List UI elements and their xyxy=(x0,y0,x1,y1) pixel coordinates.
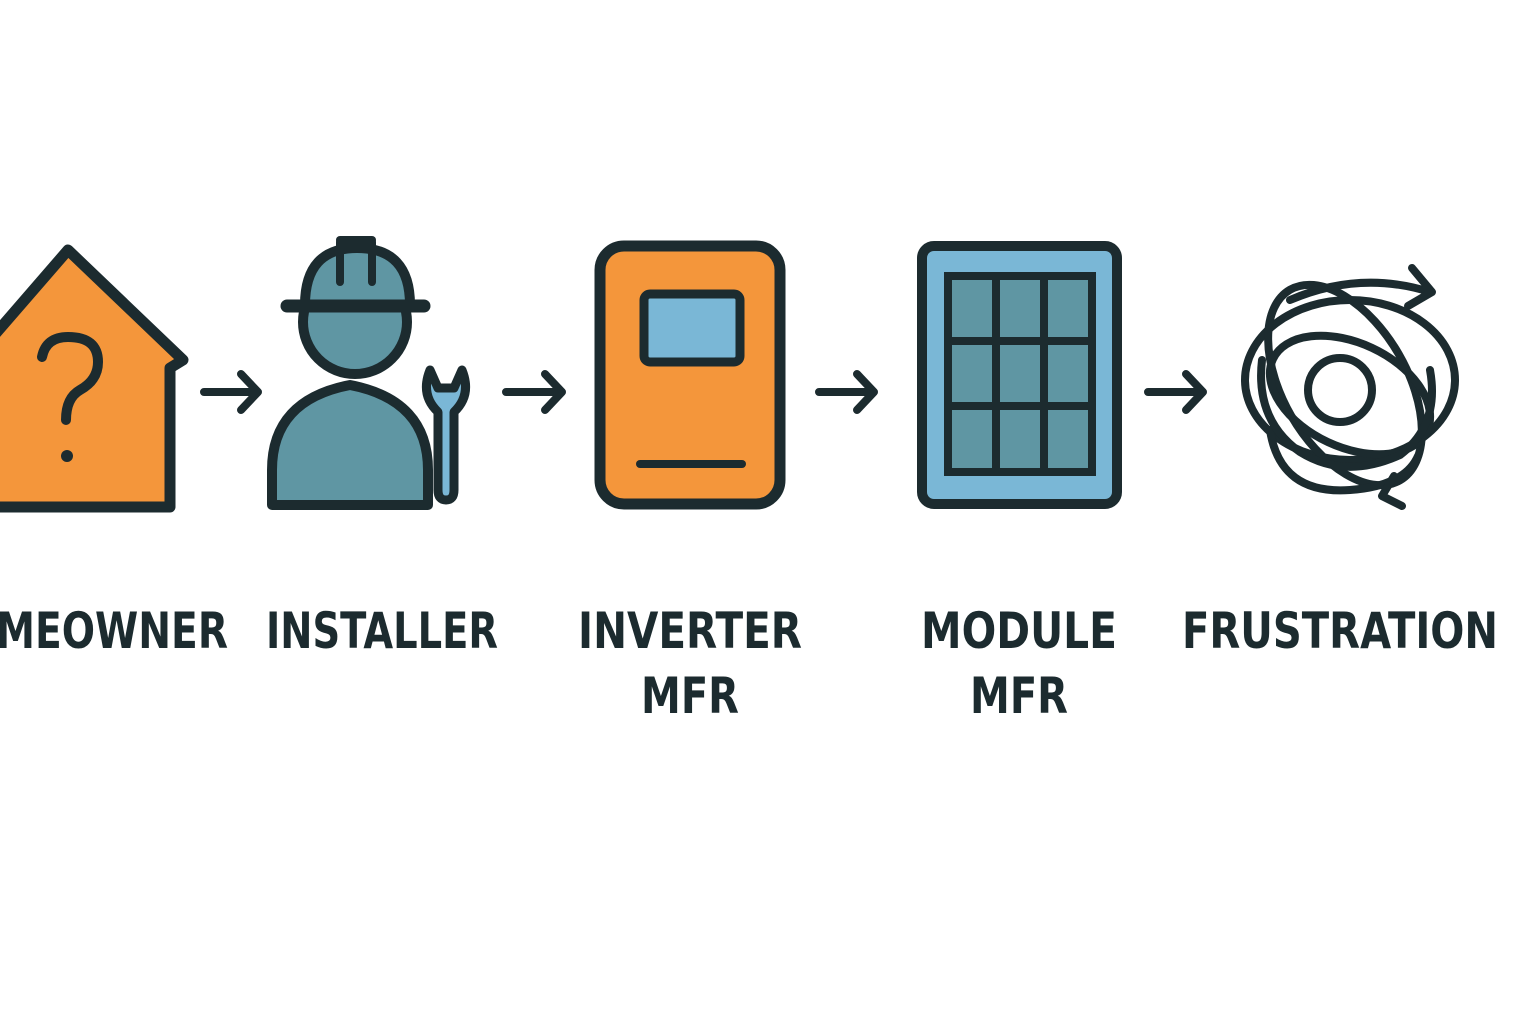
label-line: MEOWNER xyxy=(0,602,228,660)
label-line: INVERTER xyxy=(578,602,802,660)
tangled-scribble-icon xyxy=(1241,264,1459,510)
label-line: MFR xyxy=(970,667,1068,725)
step-label-module-mfr: MODULE MFR xyxy=(921,602,1117,725)
inverter-icon xyxy=(594,240,786,510)
arrow-right-icon xyxy=(815,370,878,414)
label-line: FRUSTRATION xyxy=(1182,602,1498,660)
house-question-icon xyxy=(0,244,189,513)
label-line: MODULE xyxy=(921,602,1117,660)
step-label-homeowner: MEOWNER xyxy=(0,602,228,660)
step-label-inverter-mfr: INVERTER MFR xyxy=(578,602,802,725)
arrow-right-icon xyxy=(502,370,566,414)
step-label-frustration: FRUSTRATION xyxy=(1182,602,1498,660)
installer-worker-icon xyxy=(267,236,471,510)
solar-module-icon xyxy=(917,241,1122,509)
step-label-installer: INSTALLER xyxy=(266,602,498,660)
arrow-right-icon xyxy=(1144,370,1207,414)
label-line: MFR xyxy=(641,667,739,725)
label-line: INSTALLER xyxy=(266,602,498,660)
arrow-right-icon xyxy=(200,370,262,414)
